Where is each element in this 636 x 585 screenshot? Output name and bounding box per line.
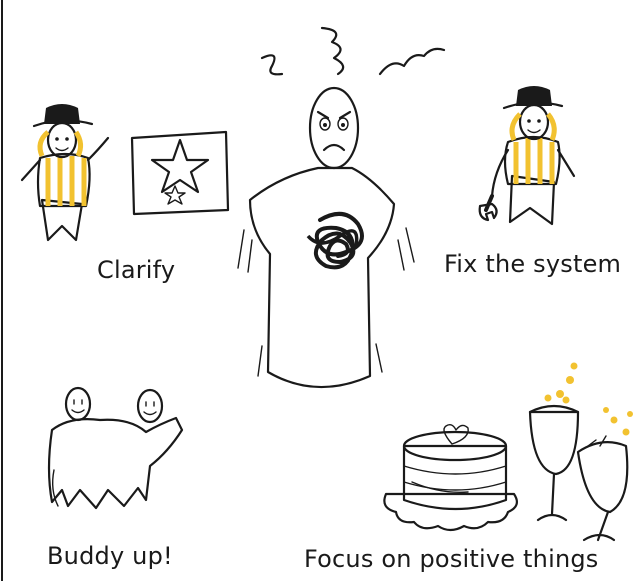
tangle-icon — [306, 212, 364, 270]
cowboy-figure-icon-right — [478, 86, 576, 226]
champagne-glass-icon-right — [576, 407, 633, 542]
cake-icon — [383, 423, 518, 532]
champagne-glass-icon-left — [528, 362, 580, 522]
label-clarify: Clarify — [97, 256, 176, 284]
cowboy-figure-icon-left — [20, 104, 110, 242]
star-card-icon — [130, 130, 230, 216]
stressed-person-icon — [237, 26, 446, 389]
label-buddy-up: Buddy up! — [47, 542, 173, 570]
buddies-icon — [47, 386, 184, 510]
label-focus-on-positive-things: Focus on positive things — [304, 545, 599, 573]
wrench-icon — [478, 194, 498, 222]
label-fix-the-system: Fix the system — [444, 250, 622, 278]
